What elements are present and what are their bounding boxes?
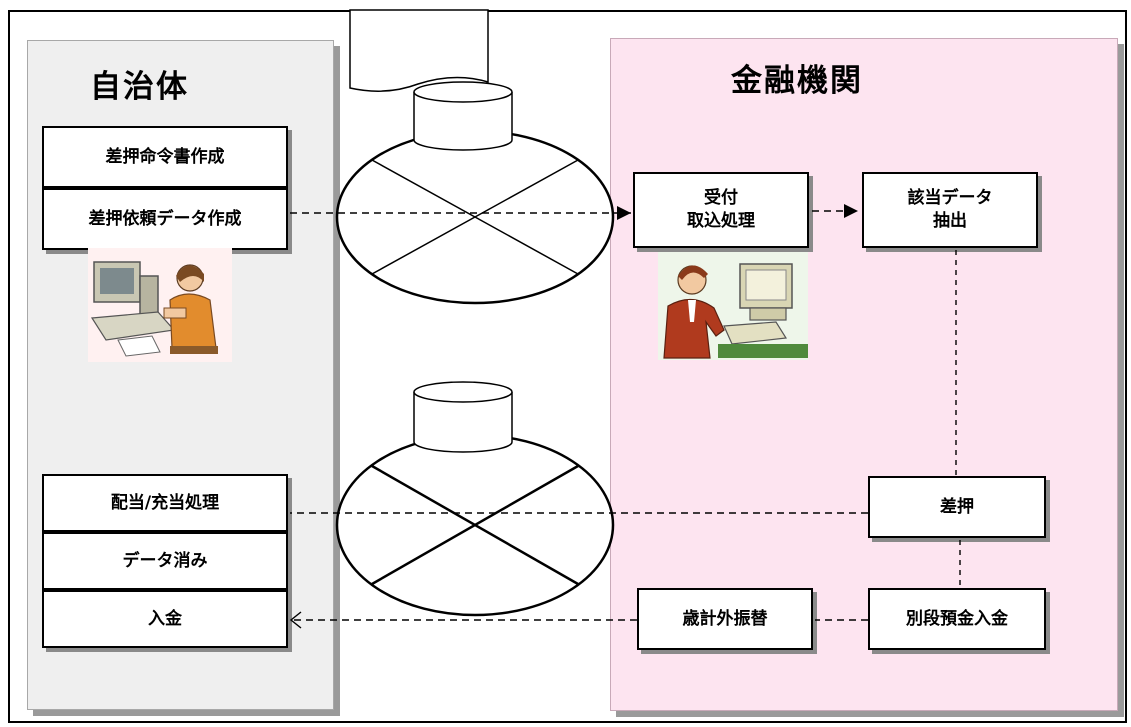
financial-institution-title: 金融機関 xyxy=(731,63,863,99)
result-data-cylinder-label: 差押結果 データ xyxy=(432,401,493,440)
data-transmission-label-top: データ伝送 xyxy=(405,181,546,214)
process-payment-in: 入金 xyxy=(42,590,288,648)
municipality-title: 自治体 xyxy=(90,69,189,105)
request-data-cylinder-label: 差押依頼 データ xyxy=(432,101,493,140)
process-allocation: 配当/充当処理 xyxy=(42,474,288,532)
process-create-order: 差押命令書作成 xyxy=(42,126,288,188)
process-extract-data: 該当データ 抽出 xyxy=(862,172,1038,248)
process-separate-deposit: 別段預金入金 xyxy=(868,588,1046,650)
process-receive-import: 受付 取込処理 xyxy=(633,172,809,248)
process-off-budget-transfer: 歳計外振替 xyxy=(637,588,813,650)
process-seizure: 差押 xyxy=(868,476,1046,538)
data-transmission-label-bottom: データ伝送 xyxy=(405,487,546,520)
clerk-at-computer-icon xyxy=(88,248,232,362)
seizure-order-document-label: 差押命令書 （電子署名） xyxy=(376,27,467,66)
bank-operator-at-computer-icon xyxy=(658,252,808,360)
process-create-request-data: 差押依頼データ作成 xyxy=(42,188,288,250)
process-data-erase: データ消み xyxy=(42,532,288,590)
